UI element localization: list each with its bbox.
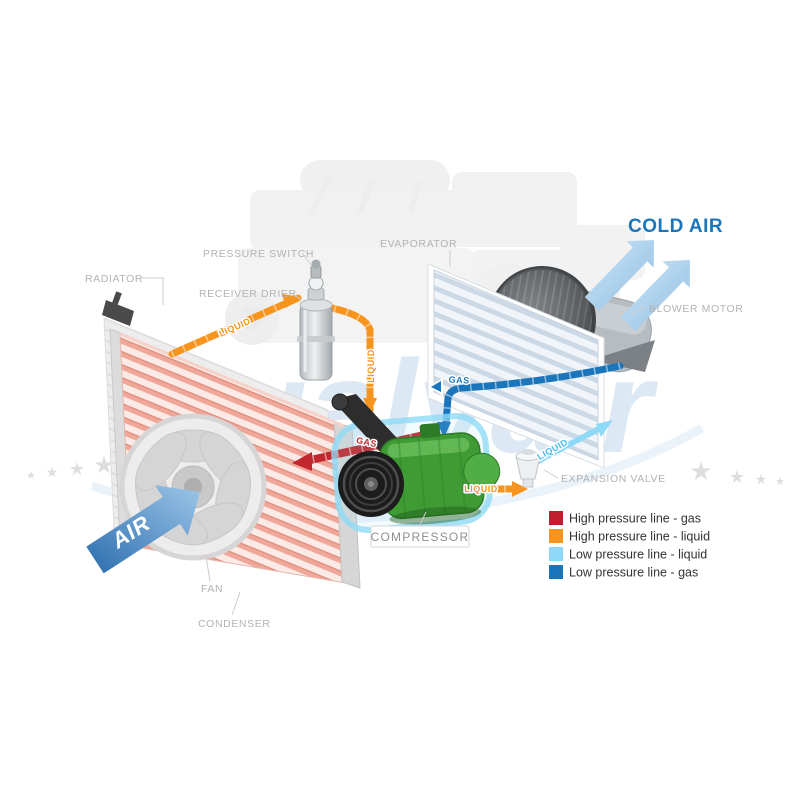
cold-air-label: COLD AIR <box>628 216 723 237</box>
legend-swatch-low-gas <box>549 565 563 579</box>
cold-air-arrows <box>584 240 690 331</box>
legend-item: Low pressure line - liquid <box>549 547 707 562</box>
star-icon: ★ <box>689 456 712 486</box>
blower-motor-label: BLOWER MOTOR <box>649 303 744 315</box>
star-icon: ★ <box>729 467 745 487</box>
expansion-valve <box>515 449 541 488</box>
gas-pipe-label: GAS <box>448 374 470 385</box>
evaporator-core <box>433 269 599 461</box>
legend-swatch-low-liquid <box>549 547 563 561</box>
label-connectors <box>140 250 647 616</box>
receiver-drier <box>297 259 335 381</box>
decorative-stars: ★ ★ ★ ★ ★ ★ ★ ★ <box>26 452 785 488</box>
compressor-pulley <box>338 451 404 517</box>
pressure-switch <box>310 259 322 279</box>
legend-label: Low pressure line - liquid <box>569 548 707 562</box>
legend-swatch-high-liquid <box>549 529 563 543</box>
star-icon: ★ <box>755 471 768 487</box>
liquid-pipe-label: LIQUID <box>464 484 498 494</box>
star-icon: ★ <box>69 459 85 479</box>
star-icon: ★ <box>775 476 785 488</box>
pipe-low-pressure-liquid <box>535 420 613 464</box>
compressor-label: COMPRESSOR <box>371 530 470 544</box>
legend-item: High pressure line - gas <box>549 511 701 526</box>
receiver-drier-label: RECEIVER DRIER <box>199 288 297 300</box>
cold-air-arrow <box>620 260 690 331</box>
condenser-label: CONDENSER <box>198 618 271 630</box>
legend-item: Low pressure line - gas <box>549 565 698 580</box>
legend: High pressure line - gas High pressure l… <box>549 511 710 580</box>
pipe-high-pressure-liquid-a <box>168 294 302 358</box>
pressure-switch-label: PRESSURE SWITCH <box>203 248 314 260</box>
liquid-pipe-label: LIQUID <box>366 349 376 383</box>
component-labels: RADIATOR PRESSURE SWITCH RECEIVER DRIER … <box>85 238 744 630</box>
star-icon: ★ <box>26 470 36 482</box>
expansion-valve-label: EXPANSION VALVE <box>561 473 666 485</box>
cold-air-arrow <box>584 240 654 311</box>
evaporator <box>427 263 605 469</box>
radiator-label: RADIATOR <box>85 273 143 285</box>
legend-label: High pressure line - liquid <box>569 530 710 544</box>
compressor-label-box: COMPRESSOR <box>370 525 470 548</box>
star-icon: ★ <box>93 452 115 479</box>
legend-label: High pressure line - gas <box>569 512 701 526</box>
legend-swatch-high-gas <box>549 511 563 525</box>
legend-label: Low pressure line - gas <box>569 566 698 580</box>
star-icon: ★ <box>46 464 59 480</box>
radiator-bracket <box>102 300 134 326</box>
pipe-low-pressure-gas <box>429 362 624 438</box>
fan-label: FAN <box>201 583 223 595</box>
evaporator-label: EVAPORATOR <box>380 238 457 250</box>
compressor <box>331 393 501 533</box>
legend-item: High pressure line - liquid <box>549 529 710 544</box>
